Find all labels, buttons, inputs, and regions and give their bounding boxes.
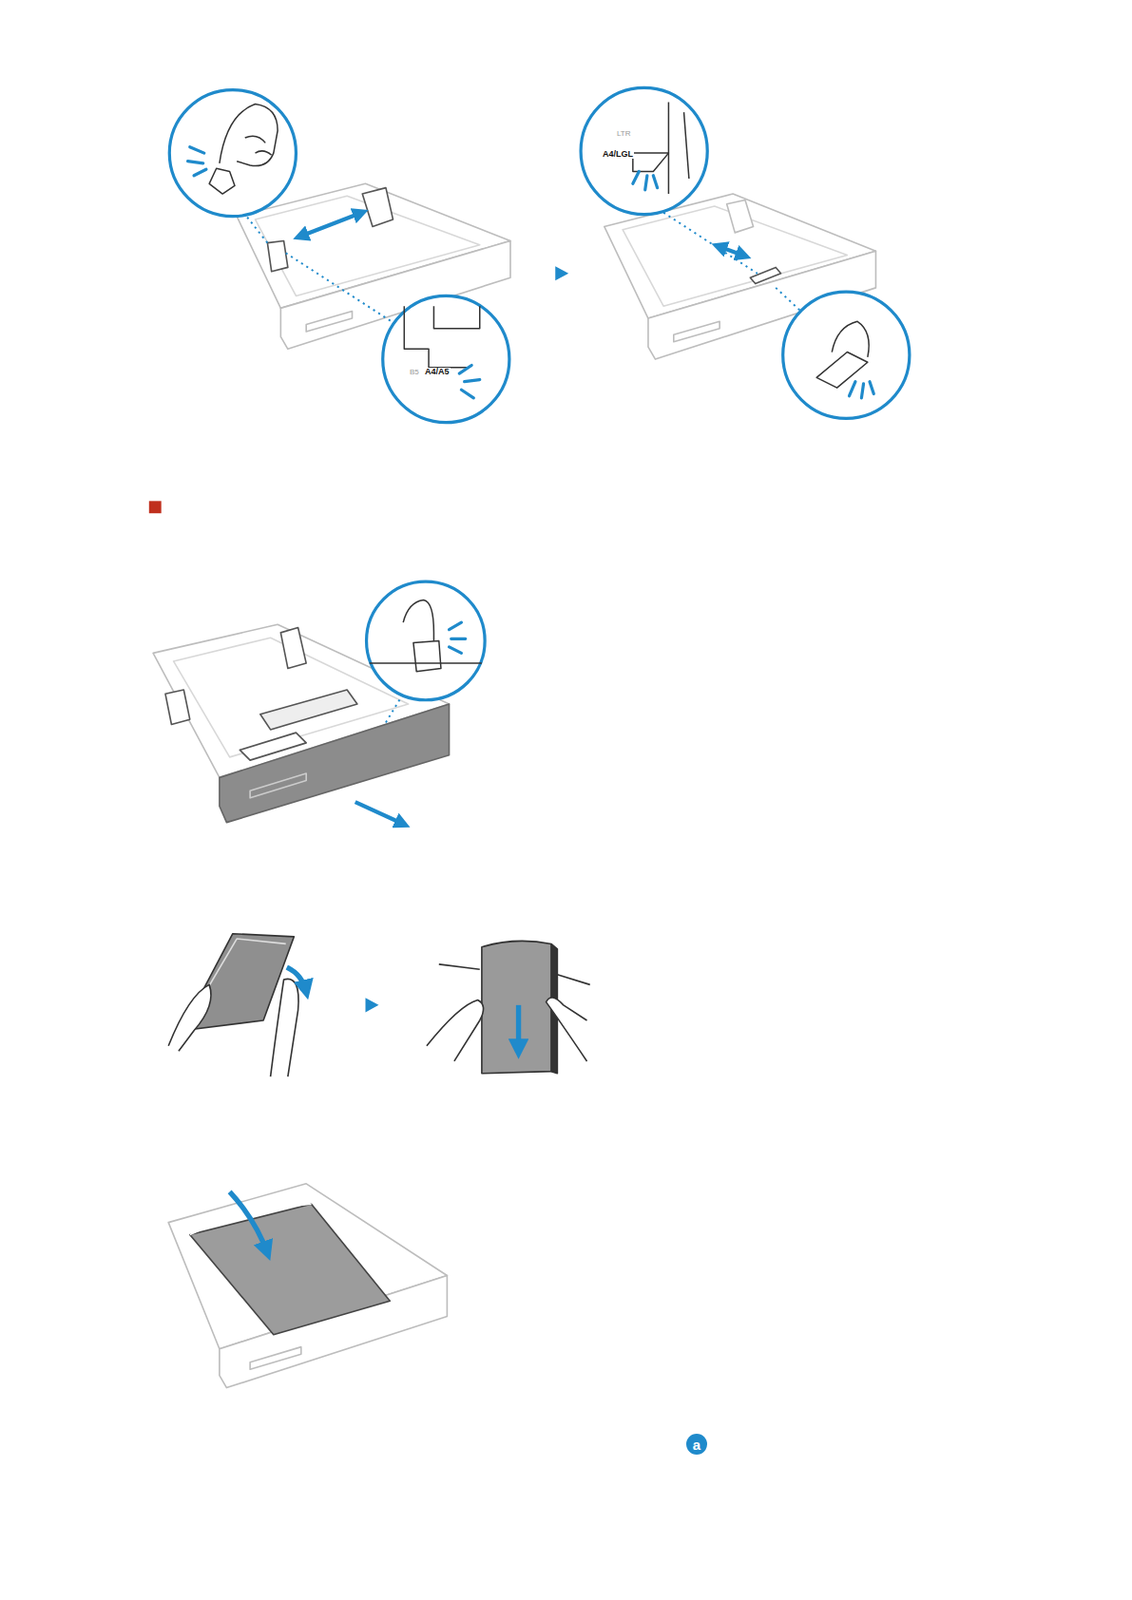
size-label: B5 <box>408 368 421 377</box>
size-label: LTR <box>615 130 633 138</box>
callout-number: a <box>686 1434 708 1456</box>
size-label: A4/LGL <box>601 150 634 159</box>
size-label: A4/A5 <box>423 367 451 377</box>
